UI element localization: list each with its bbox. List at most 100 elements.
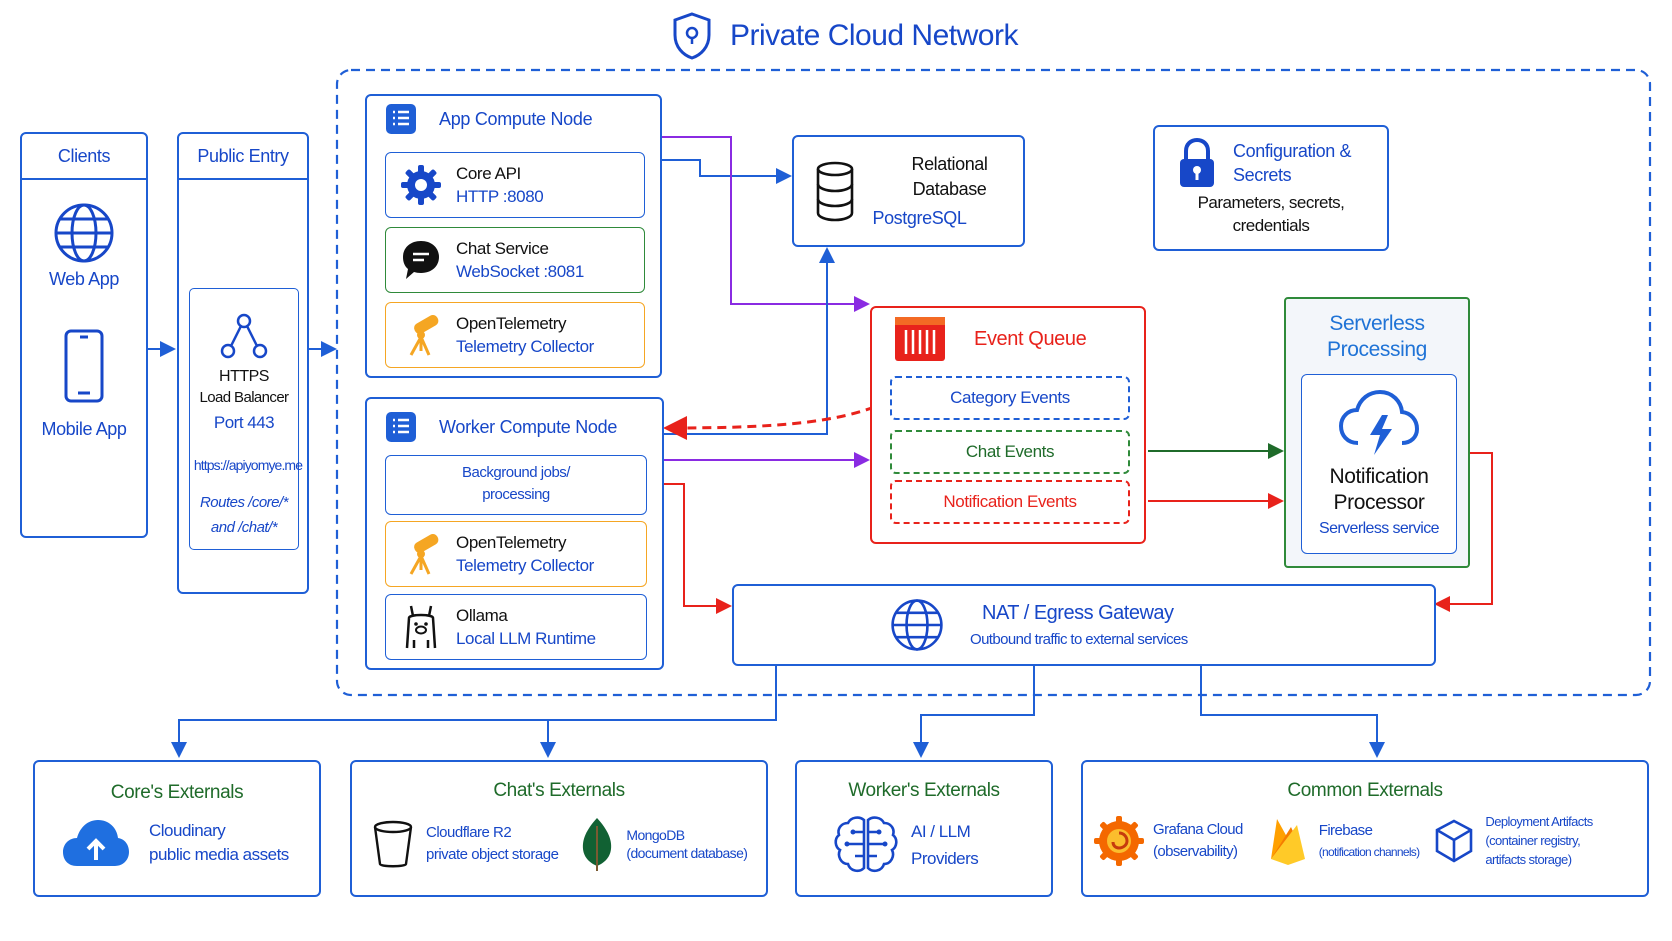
core-api-port: HTTP :8080 <box>456 187 544 206</box>
package-cube-icon <box>1436 819 1473 863</box>
gear-icon <box>401 165 441 205</box>
db-line2: Database <box>912 178 987 199</box>
shield-icon <box>673 12 711 60</box>
processor-line2: Processor <box>1333 491 1425 514</box>
processor-line1: Notification <box>1329 465 1429 488</box>
config-line1: Configuration & <box>1233 141 1352 161</box>
background-jobs[interactable]: Background jobs/ processing <box>385 455 647 515</box>
lb-url: https://apiyomye.me <box>193 457 303 473</box>
arrow-nat-to-core <box>171 666 777 758</box>
share-nodes-icon <box>220 313 268 359</box>
core-api-service[interactable]: Core API HTTP :8080 <box>385 152 645 218</box>
globe-icon <box>54 203 114 263</box>
clients-panel: Clients Web App Mobile App <box>20 132 148 538</box>
mongo-desc: (document database) <box>626 845 748 861</box>
chat-service[interactable]: Chat Service WebSocket :8081 <box>385 227 645 293</box>
database-icon <box>816 161 854 222</box>
jobs-line2: processing <box>482 486 550 503</box>
notification-processor[interactable]: Notification Processor Serverless servic… <box>1301 374 1457 554</box>
deploy-line1: Deployment Artifacts <box>1485 814 1593 829</box>
llama-icon <box>405 605 437 649</box>
phone-icon <box>64 329 104 403</box>
mobile-app-label: Mobile App <box>41 419 127 439</box>
ollama-runtime[interactable]: Ollama Local LLM Runtime <box>385 594 647 660</box>
worker-externals: Worker's Externals AI / LLM Providers <box>795 760 1053 897</box>
relational-database[interactable]: Relational Database PostgreSQL <box>792 135 1025 247</box>
deployment-artifacts[interactable]: Deployment Artifacts (container registry… <box>1433 812 1593 869</box>
common-externals: Common Externals Grafana Cloud (observab… <box>1081 760 1649 897</box>
cloudflare-r2[interactable]: Cloudflare R2 private object storage <box>372 819 559 869</box>
app-otel-collector[interactable]: OpenTelemetry Telemetry Collector <box>385 302 645 368</box>
lb-routes-line1: Routes /core/* <box>199 494 289 511</box>
arrow-nat-to-common <box>1200 666 1385 758</box>
firebase-name: Firebase <box>1318 821 1373 839</box>
processor-line3: Serverless service <box>1319 520 1440 537</box>
chat-externals: Chat's Externals Cloudflare R2 private o… <box>350 760 768 897</box>
ollama-name: Ollama <box>456 606 508 625</box>
firebase[interactable]: Firebase (notification channels) <box>1267 815 1420 867</box>
topic-chat-label: Chat Events <box>965 442 1055 461</box>
topic-notification-label: Notification Events <box>943 492 1077 511</box>
mongodb[interactable]: MongoDB (document database) <box>580 816 748 872</box>
lb-routes: Routes /core/* and /chat/* <box>186 490 302 540</box>
worker-node-title: Worker Compute Node <box>439 416 618 437</box>
deploy-line2: (container registry, <box>1485 833 1581 848</box>
clients-header: Clients <box>22 134 146 180</box>
ai-llm-line1: AI / LLM <box>911 822 971 841</box>
telescope-icon <box>409 533 439 575</box>
topic-category-events[interactable]: Category Events <box>890 376 1130 420</box>
app-compute-node: App Compute Node Core API HTTP :8080 <box>365 94 662 378</box>
bucket-icon <box>373 820 413 868</box>
ai-llm-providers[interactable]: AI / LLM Providers <box>797 814 1051 876</box>
event-queue[interactable]: Event Queue Category Events Chat Events … <box>870 306 1146 544</box>
app-node-title: App Compute Node <box>439 108 593 129</box>
brain-icon <box>834 816 898 873</box>
worker-otel-collector[interactable]: OpenTelemetry Telemetry Collector <box>385 521 647 587</box>
config-line3: Parameters, secrets, <box>1197 193 1345 212</box>
core-externals-header: Core's Externals <box>110 782 244 803</box>
arrow-app-to-db <box>662 159 792 184</box>
chat-bubble-icon <box>403 241 439 279</box>
core-api-name: Core API <box>456 164 521 183</box>
topic-chat-events[interactable]: Chat Events <box>890 430 1130 474</box>
cloudinary[interactable]: Cloudinary public media assets <box>35 818 319 868</box>
topic-notification-events[interactable]: Notification Events <box>890 480 1130 524</box>
leaf-icon <box>583 818 612 871</box>
r2-name: Cloudflare R2 <box>426 824 512 841</box>
grafana-name: Grafana Cloud <box>1153 820 1243 838</box>
db-line3: PostgreSQL <box>872 207 967 228</box>
firebase-flame-icon <box>1270 818 1305 865</box>
topic-category-label: Category Events <box>950 388 1070 407</box>
event-queue-title: Event Queue <box>974 327 1087 350</box>
globe-icon <box>891 599 943 651</box>
lb-port: Port 443 <box>213 413 275 432</box>
nat-egress-gateway[interactable]: NAT / Egress Gateway Outbound traffic to… <box>732 584 1436 666</box>
web-app[interactable]: Web App <box>22 202 146 290</box>
arrow-nat-to-worker <box>913 666 1035 758</box>
configuration-secrets[interactable]: Configuration & Secrets Parameters, secr… <box>1153 125 1389 251</box>
app-otel-desc: Telemetry Collector <box>456 337 594 356</box>
serverless-processing: Serverless Processing Notification Proce… <box>1284 297 1470 568</box>
nat-title: NAT / Egress Gateway <box>982 602 1174 624</box>
mongo-name: MongoDB <box>626 827 685 843</box>
jobs-line1: Background jobs/ <box>462 464 570 481</box>
chat-service-port: WebSocket :8081 <box>456 262 584 281</box>
lock-icon <box>1180 137 1214 187</box>
mobile-app[interactable]: Mobile App <box>22 328 146 440</box>
grafana-cloud[interactable]: Grafana Cloud (observability) <box>1093 815 1243 867</box>
worker-otel-desc: Telemetry Collector <box>456 556 594 575</box>
page-title: Private Cloud Network <box>670 10 1050 62</box>
chat-externals-header: Chat's Externals <box>493 780 625 801</box>
arrow-worker-to-nat <box>664 483 732 614</box>
server-list-icon <box>386 104 416 134</box>
ollama-desc: Local LLM Runtime <box>456 629 596 648</box>
config-line4: credentials <box>1232 216 1310 235</box>
lb-line1: HTTPS <box>219 368 269 385</box>
telescope-icon <box>409 315 439 356</box>
grafana-icon <box>1094 815 1144 866</box>
load-balancer[interactable]: HTTPS Load Balancer Port 443 <box>189 288 299 550</box>
cloudinary-name: Cloudinary <box>149 821 226 840</box>
chat-service-name: Chat Service <box>456 239 549 258</box>
deploy-line3: artifacts storage) <box>1485 852 1572 867</box>
cloud-upload-icon <box>63 820 129 866</box>
